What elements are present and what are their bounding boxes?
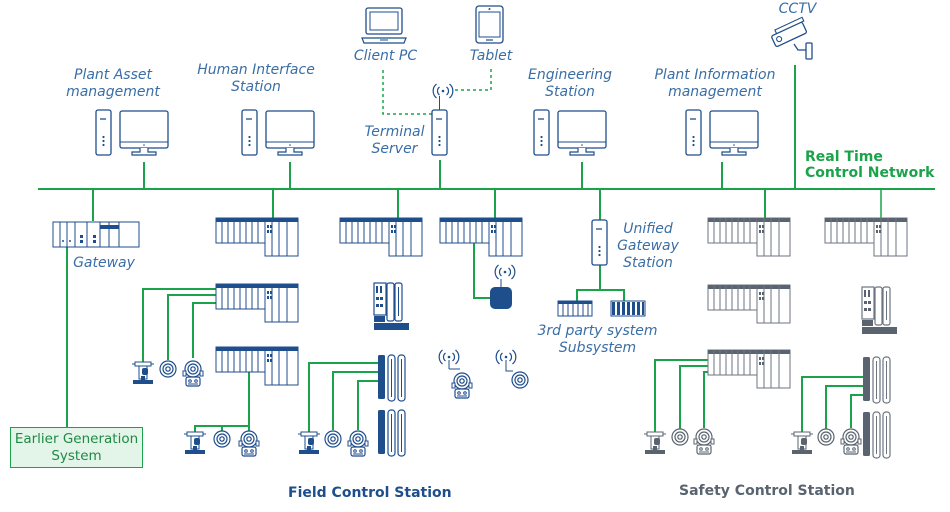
label-line: Server xyxy=(371,141,418,157)
plant-information-management-workstation-icon[interactable] xyxy=(685,109,759,156)
label-line: Station xyxy=(623,255,673,271)
label-line: management xyxy=(668,84,762,100)
label-line: Station xyxy=(231,79,281,95)
real-time-control-network-label: Real Time Control Network xyxy=(805,149,934,181)
wireless-signal-icon xyxy=(432,83,454,99)
label-line: Plant Information xyxy=(654,67,776,83)
unified-gateway-station-label: Unified Gateway Station xyxy=(612,221,684,272)
engineering-station-workstation-icon[interactable] xyxy=(533,109,607,156)
gateway-device-icon[interactable] xyxy=(52,221,140,248)
pressure-transmitter-icon[interactable] xyxy=(182,360,204,387)
safety-transmitter-icon[interactable] xyxy=(693,428,715,455)
tablet-label: Tablet xyxy=(461,48,521,65)
tablet-icon[interactable] xyxy=(475,5,504,44)
scs-compact-controller[interactable] xyxy=(861,286,898,335)
label-line: Terminal xyxy=(364,124,425,140)
laptop-icon[interactable] xyxy=(361,7,407,44)
cctv-label: CCTV xyxy=(770,1,825,18)
wireless-gateway-icon[interactable] xyxy=(490,279,512,309)
label-line: Real Time xyxy=(805,149,883,165)
label-line: Engineering xyxy=(528,67,612,83)
label-line: Human Interface xyxy=(197,62,315,78)
safety-control-station-title: Safety Control Station xyxy=(679,483,855,499)
plant-information-management-label: Plant Information management xyxy=(645,67,785,101)
safety-transmitter-icon[interactable] xyxy=(840,428,862,455)
sensor-icon[interactable] xyxy=(213,430,231,448)
label-line: Subsystem xyxy=(558,340,637,356)
control-valve-icon[interactable] xyxy=(297,431,321,455)
label-line: Gateway xyxy=(73,255,135,271)
terminal-block-icon[interactable] xyxy=(862,356,891,404)
label-line: Control Network xyxy=(805,165,935,181)
terminal-block-icon[interactable] xyxy=(377,409,406,457)
label-line: management xyxy=(66,84,160,100)
wireless-links xyxy=(382,69,492,115)
label-line: 3rd party system xyxy=(537,323,658,339)
safety-valve-icon[interactable] xyxy=(790,431,814,455)
fcs-io-rack-3[interactable] xyxy=(215,346,299,386)
terminal-block-icon[interactable] xyxy=(862,411,891,459)
label-line: Earlier Generation xyxy=(14,431,139,447)
safety-sensor-icon[interactable] xyxy=(671,428,689,446)
safety-valve-icon[interactable] xyxy=(643,431,667,455)
human-interface-station-workstation-icon[interactable] xyxy=(241,109,315,156)
scs-io-rack-2[interactable] xyxy=(707,284,791,324)
fcs-controller-rack-1[interactable] xyxy=(215,217,299,257)
human-interface-station-label: Human Interface Station xyxy=(186,62,326,96)
label-line: System xyxy=(51,448,102,464)
control-valve-icon[interactable] xyxy=(131,361,155,385)
gateway-label: Gateway xyxy=(70,255,138,272)
scs-controller-rack-2[interactable] xyxy=(824,217,908,257)
safety-sensor-icon[interactable] xyxy=(817,428,835,446)
label-line: Station xyxy=(545,84,595,100)
plant-asset-management-label: Plant Asset management xyxy=(48,67,178,101)
network-wiring xyxy=(38,65,935,432)
client-pc-label: Client PC xyxy=(343,48,428,65)
sensor-icon[interactable] xyxy=(324,430,342,448)
field-control-station-title: Field Control Station xyxy=(288,485,452,501)
terminal-server-label: Terminal Server xyxy=(357,124,432,158)
label-line: Gateway xyxy=(617,238,679,254)
wireless-signal-icon xyxy=(494,264,516,280)
scs-io-rack-3[interactable] xyxy=(707,349,791,389)
sensor-icon[interactable] xyxy=(159,360,177,378)
fcs-io-rack-2[interactable] xyxy=(215,283,299,323)
label-line: Client PC xyxy=(353,48,418,64)
label-line: Unified xyxy=(623,221,673,237)
fcs-compact-controller[interactable] xyxy=(373,282,410,331)
wireless-transmitter-icon[interactable] xyxy=(451,372,473,399)
engineering-station-label: Engineering Station xyxy=(520,67,620,101)
fcs-controller-rack-4[interactable] xyxy=(339,217,423,257)
pressure-transmitter-icon[interactable] xyxy=(238,430,260,457)
label-line: Plant Asset xyxy=(74,67,152,83)
earlier-generation-system-box[interactable]: Earlier Generation System xyxy=(10,427,143,468)
label-line: CCTV xyxy=(778,1,817,17)
terminal-block-icon[interactable] xyxy=(377,354,406,402)
subsystem-icon[interactable] xyxy=(610,300,646,317)
third-party-system-icon[interactable] xyxy=(557,300,593,317)
plant-asset-management-workstation-icon[interactable] xyxy=(95,109,169,156)
pressure-transmitter-icon[interactable] xyxy=(347,430,369,457)
label-line: Tablet xyxy=(469,48,513,64)
wireless-sensor-icon[interactable] xyxy=(511,371,529,389)
scs-controller-rack-1[interactable] xyxy=(707,217,791,257)
fcs-controller-rack-5[interactable] xyxy=(439,217,523,257)
terminal-server-icon[interactable] xyxy=(431,96,448,156)
unified-gateway-station-icon[interactable] xyxy=(591,219,608,266)
cctv-camera-icon[interactable] xyxy=(769,16,813,60)
third-party-system-label: 3rd party system Subsystem xyxy=(530,323,665,357)
control-valve-icon[interactable] xyxy=(183,431,207,455)
